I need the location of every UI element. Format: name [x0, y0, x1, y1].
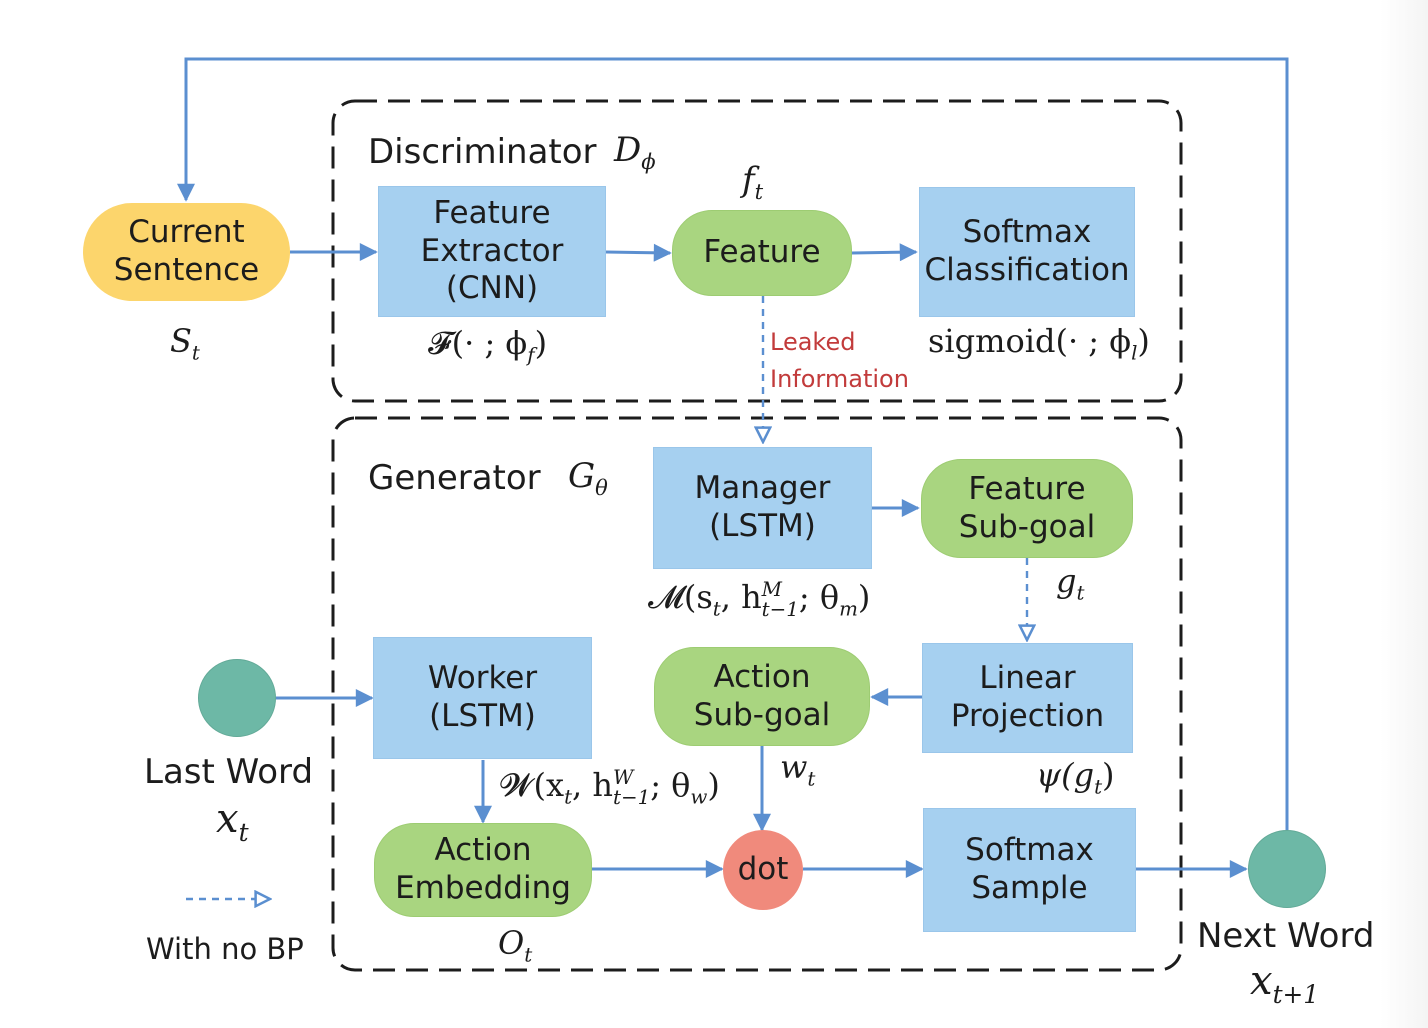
arrow-extractor-to-feature — [605, 243, 672, 262]
last-word-symbol-sub: t — [238, 818, 249, 847]
ft-sub: t — [754, 178, 764, 204]
action-embedding-node: Action Embedding — [374, 823, 592, 917]
m-formula-close: ) — [857, 578, 871, 616]
fe-formula-sub: f — [527, 343, 535, 367]
current-sentence-symbol-sub: t — [191, 341, 200, 365]
dot-node: dot — [723, 830, 803, 910]
w-formula-sub1: t — [564, 785, 573, 809]
gt-letter: g — [1056, 562, 1077, 600]
ot-letter: O — [498, 924, 525, 962]
current-sentence-symbol-letter: S — [170, 322, 192, 360]
softmax-classification-box: Softmax Classification — [919, 187, 1135, 317]
feature-extractor-box: Feature Extractor (CNN) — [378, 186, 606, 317]
gt-symbol: gt — [1056, 562, 1084, 604]
discriminator-symbol: Dϕ — [614, 130, 656, 174]
feature-extractor-formula: 𝓕(· ; ϕf) — [428, 324, 547, 366]
feedback-loop-arrow — [177, 57, 1289, 830]
last-word-node — [198, 659, 276, 737]
wt-letter: w — [780, 748, 808, 786]
linear-projection-box: Linear Projection — [922, 643, 1133, 753]
wt-sub: t — [807, 767, 816, 791]
generator-symbol: Gθ — [568, 456, 608, 500]
current-sentence-symbol: St — [170, 322, 200, 364]
feature-node: Feature — [672, 210, 852, 296]
w-formula-text: 𝓦(x — [500, 766, 565, 804]
m-formula-sub2: t−1 — [761, 597, 799, 621]
w-formula-close: ) — [707, 766, 720, 804]
m-formula-sup: M — [761, 577, 782, 601]
manager-box: Manager (LSTM) — [653, 447, 872, 569]
ft-letter: f — [742, 160, 755, 200]
w-formula-mid: , h — [572, 766, 613, 804]
psi-text: ψ(g — [1036, 756, 1095, 794]
last-word-label: Last Word — [144, 752, 314, 792]
next-word-symbol-letter: x — [1250, 958, 1273, 1004]
w-formula-sub2: t−1 — [613, 785, 651, 809]
m-formula-sub1: t — [712, 597, 721, 621]
m-formula-end: ; θ — [798, 578, 840, 616]
feature-subgoal-node: Feature Sub-goal — [921, 459, 1133, 558]
softmax-sample-box: Softmax Sample — [923, 808, 1136, 932]
sig-formula-text: sigmoid(· ; ϕ — [928, 322, 1132, 360]
next-word-node — [1248, 830, 1326, 908]
ot-sub: t — [524, 943, 533, 967]
action-subgoal-node: Action Sub-goal — [654, 647, 870, 746]
next-word-symbol: xt+1 — [1250, 958, 1319, 1009]
psi-formula: ψ(gt) — [1036, 756, 1115, 798]
fe-formula-end: ) — [534, 324, 548, 362]
discriminator-title: Discriminator — [368, 132, 597, 172]
m-formula-sub3: m — [839, 597, 858, 621]
feature-ft-symbol: ft — [742, 160, 763, 204]
page-edge — [1380, 0, 1428, 1028]
wt-symbol: wt — [780, 748, 815, 790]
m-formula-text: 𝓜(s — [648, 578, 713, 616]
current-sentence-node: Current Sentence — [83, 203, 290, 301]
sig-formula-end: ) — [1137, 322, 1150, 360]
w-formula-end: ; θ — [650, 766, 691, 804]
fe-formula-text: 𝓕(· ; ϕ — [428, 324, 528, 362]
next-word-symbol-sub: t+1 — [1272, 980, 1320, 1009]
psi-end: ) — [1102, 756, 1115, 794]
worker-box: Worker (LSTM) — [373, 637, 592, 759]
sigmoid-formula: sigmoid(· ; ϕl) — [928, 322, 1150, 364]
last-word-symbol-letter: x — [216, 796, 239, 842]
m-formula-mid: , h — [720, 578, 762, 616]
w-formula-sup: W — [613, 765, 634, 789]
discriminator-symbol-letter: D — [614, 130, 642, 170]
generator-symbol-sub: θ — [595, 474, 608, 500]
discriminator-symbol-sub: ϕ — [641, 148, 656, 174]
next-word-label: Next Word — [1197, 916, 1375, 956]
w-formula-sub3: w — [690, 785, 708, 809]
gt-sub: t — [1076, 581, 1085, 605]
generator-symbol-letter: G — [568, 456, 596, 496]
sig-formula-sub: l — [1131, 341, 1138, 365]
generator-title: Generator — [368, 458, 541, 498]
leaked-information-label: Leaked Information — [770, 328, 909, 393]
psi-sub: t — [1094, 775, 1103, 799]
last-word-symbol: xt — [216, 796, 249, 847]
legend-label: With no BP — [146, 932, 304, 966]
generator-boundary — [331, 416, 1183, 972]
ot-symbol: Ot — [498, 924, 532, 966]
arrow-feature-to-classification — [851, 243, 918, 262]
